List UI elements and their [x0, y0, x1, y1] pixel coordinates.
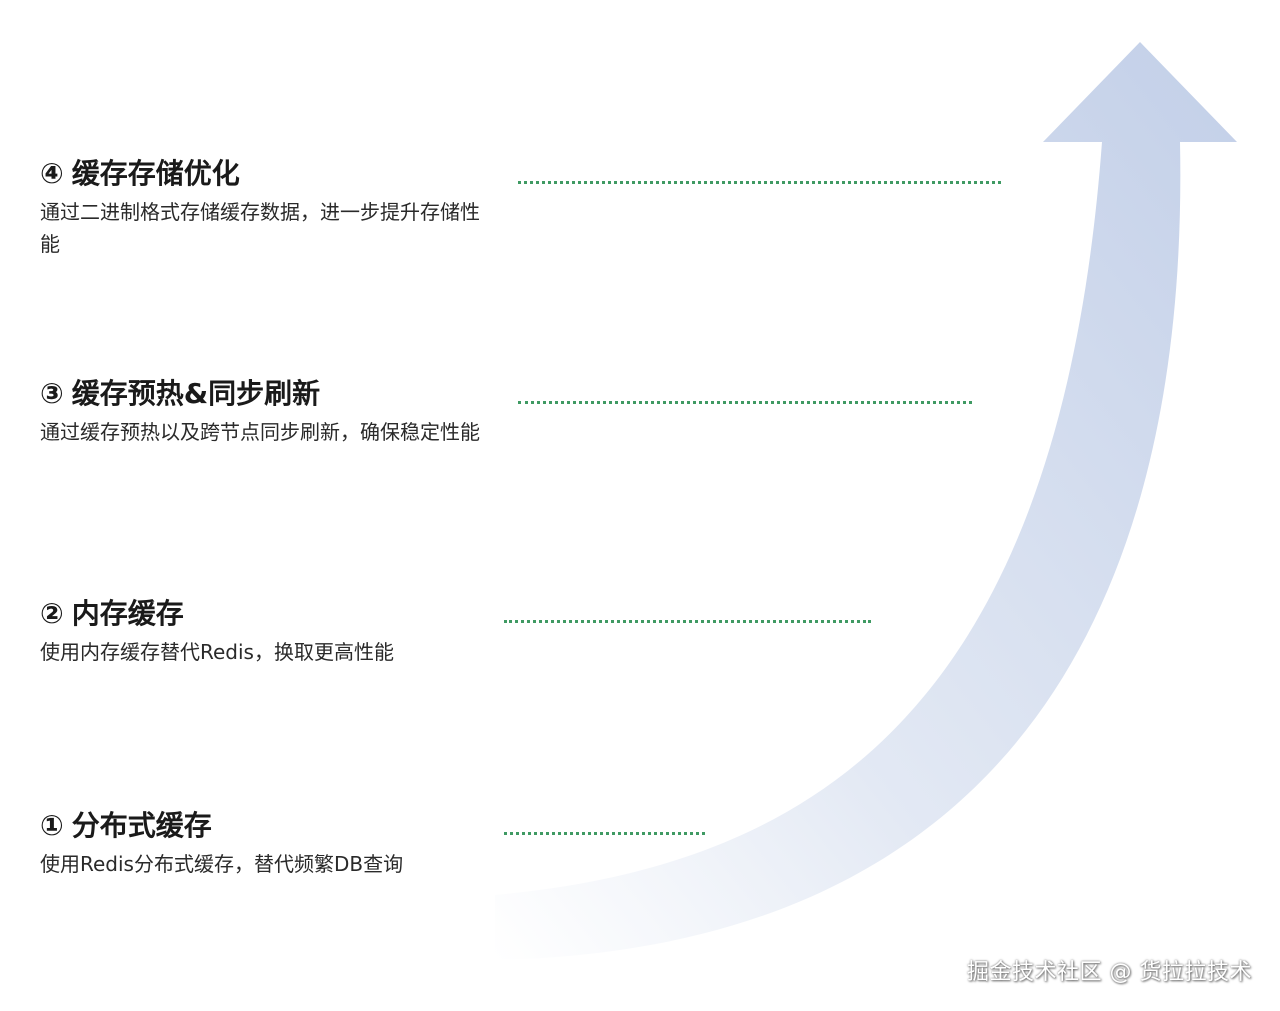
stage-4-number: ④ — [40, 157, 64, 190]
stage-1-number: ① — [40, 809, 64, 842]
stage-3-title-text: 缓存预热&同步刷新 — [71, 377, 321, 410]
stage-2-dotted-leader — [504, 620, 871, 623]
stage-4-title-text: 缓存存储优化 — [71, 157, 240, 190]
stage-2-number: ② — [40, 597, 64, 630]
stage-1-description: 使用Redis分布式缓存，替代频繁DB查询 — [40, 852, 404, 876]
arrow-body — [495, 42, 1237, 960]
stage-1-dotted-leader — [504, 832, 705, 835]
stage-3-number: ③ — [40, 377, 64, 410]
stage-2-title-text: 内存缓存 — [71, 597, 184, 630]
stage-4-dotted-leader — [518, 181, 1001, 184]
footer-watermark: 掘金技术社区 @ 货拉拉技术 — [967, 960, 1252, 985]
stage-4-description: 通过二进制格式存储缓存数据，进一步提升存储性能 — [40, 200, 480, 256]
stage-1-title-text: 分布式缓存 — [71, 809, 212, 842]
stage-3-dotted-leader — [518, 401, 972, 404]
stage-2-description: 使用内存缓存替代Redis，换取更高性能 — [40, 640, 394, 664]
stage-3-description: 通过缓存预热以及跨节点同步刷新，确保稳定性能 — [40, 420, 480, 444]
